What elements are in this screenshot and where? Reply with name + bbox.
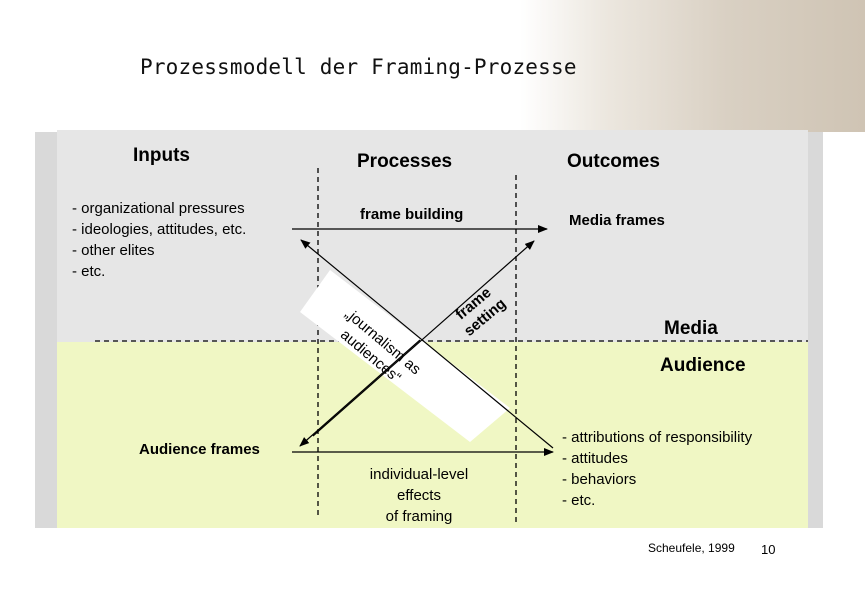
outcomes-header: Outcomes <box>567 151 660 172</box>
media-region <box>57 130 808 342</box>
page-number: 10 <box>761 542 776 557</box>
left-side-panel <box>35 132 57 528</box>
outcomes-list-item: - behaviors <box>562 471 637 488</box>
audience-frames-label: Audience frames <box>139 441 260 458</box>
outcomes-to-inputs-arrow <box>300 239 554 449</box>
citation: Scheufele, 1999 <box>648 541 735 555</box>
outcomes-list-item: - attitudes <box>562 450 628 467</box>
journalism-band <box>300 270 510 442</box>
inputs-header: Inputs <box>133 145 190 166</box>
media-label: Media <box>664 318 718 339</box>
outcomes-list-item: - etc. <box>562 492 596 509</box>
inputs-list-item: - etc. <box>72 263 106 280</box>
frame-building-label: frame building <box>360 206 464 223</box>
owl-photo-background <box>520 0 865 132</box>
inputs-list-item: - organizational pressures <box>72 200 245 217</box>
audience-label: Audience <box>660 355 746 376</box>
inputs-list-item: - ideologies, attitudes, etc. <box>72 221 247 238</box>
processes-header: Processes <box>357 151 453 172</box>
slide-title: Prozessmodell der Framing-Prozesse <box>140 55 577 79</box>
inputs-list: - organizational pressures - ideologies,… <box>72 198 246 282</box>
media-frames-label: Media frames <box>569 212 665 229</box>
inputs-list-item: - other elites <box>72 242 155 259</box>
outcomes-list: - attributions of responsibility - attit… <box>562 427 752 511</box>
right-side-panel <box>808 132 823 528</box>
media-frames-to-audience-frames-arrow <box>299 339 421 447</box>
audience-frames-to-media-frames-arrow <box>312 240 535 437</box>
individual-effects-label: individual-level effects of framing <box>369 466 469 525</box>
outcomes-list-item: - attributions of responsibility <box>562 429 753 446</box>
